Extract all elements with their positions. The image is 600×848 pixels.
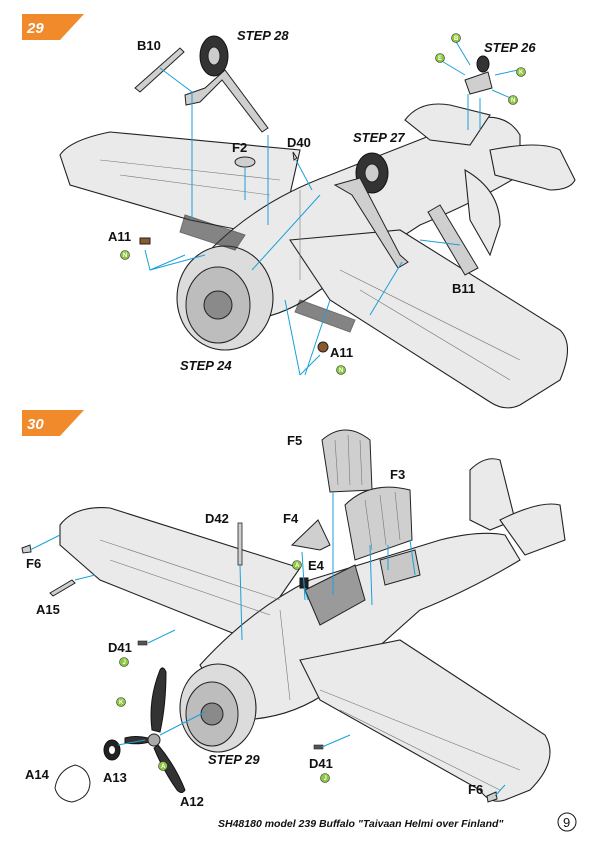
part-f6-bottom [486,791,498,803]
label-a13: A13 [103,770,127,785]
footer-caption: SH48180 model 239 Buffalo "Taivaan Helmi… [218,818,504,830]
color-tag-n3: N [336,365,346,375]
svg-text:J: J [123,660,126,666]
label-step29: STEP 29 [208,752,260,767]
label-a15: A15 [36,602,60,617]
page-number: 9 [563,815,570,830]
part-d40 [292,151,298,161]
part-a11-bottom [317,341,329,353]
color-tag-k2: K [116,697,126,707]
label-step24: STEP 24 [180,358,232,373]
guide-lines-step-30 [29,492,506,797]
label-f4: F4 [283,511,299,526]
label-f5: F5 [287,433,302,448]
page-number-badge: 9 [557,812,577,832]
part-a11-left [139,237,151,245]
part-a15 [49,579,76,597]
svg-text:A: A [161,764,166,770]
label-f6-bottom: F6 [468,782,483,797]
color-tag-n2: N [120,250,130,260]
part-landing-gear-left [184,35,269,133]
svg-text:K: K [519,70,524,76]
step-number-30: 30 [27,416,44,433]
label-f2: F2 [232,140,247,155]
svg-text:N: N [511,98,515,104]
part-d41-bottom [313,744,324,750]
part-b10 [134,47,185,93]
label-d41-bottom: D41 [309,756,333,771]
label-b10: B10 [137,38,161,53]
svg-text:A: A [295,563,300,569]
color-tag-a2: A [158,761,168,771]
step-badge-30: 30 [22,410,84,436]
label-d41-left: D41 [108,640,132,655]
guide-lines-step-29 [144,39,519,376]
label-f6-left: F6 [26,556,41,571]
part-d42 [237,522,243,566]
step-badge-29: 29 [22,14,84,40]
label-d42: D42 [205,511,229,526]
part-a12-propeller [124,667,186,793]
color-tag-n: N [508,95,518,105]
step-number-29: 29 [26,20,44,37]
label-step27: STEP 27 [353,130,405,145]
color-tag-e: E [435,53,445,63]
part-f6-left [21,544,32,554]
part-f4 [290,519,331,551]
label-a11-left: A11 [108,229,131,244]
part-landing-gear-right [333,152,409,269]
color-tag-j2: J [320,773,330,783]
svg-text:E: E [438,56,442,62]
label-b11: B11 [452,281,475,296]
color-tag-a: A [292,560,302,570]
color-tag-j: J [119,657,129,667]
color-tag-k: K [516,67,526,77]
aircraft-step-29 [59,103,576,409]
color-tag-b: B [451,33,461,43]
svg-text:J: J [324,776,327,782]
part-f2 [234,156,256,168]
part-seat-assembly [464,55,493,95]
label-a14: A14 [25,767,50,782]
part-f5 [321,429,373,493]
part-b11 [427,204,479,276]
label-a11-bottom: A11 [330,345,353,360]
label-e4: E4 [308,558,325,573]
svg-text:N: N [339,368,343,374]
svg-text:K: K [119,700,124,706]
label-step26: STEP 26 [484,40,536,55]
svg-text:N: N [123,253,127,259]
label-step28: STEP 28 [237,28,289,43]
part-f3 [344,486,413,561]
part-a14-spinner [54,764,91,803]
aircraft-step-30 [59,458,566,802]
svg-text:B: B [454,36,459,42]
label-d40: D40 [287,135,311,150]
part-d41-left [137,640,148,646]
label-f3: F3 [390,467,405,482]
label-a12: A12 [180,794,204,809]
part-a13 [103,739,121,761]
